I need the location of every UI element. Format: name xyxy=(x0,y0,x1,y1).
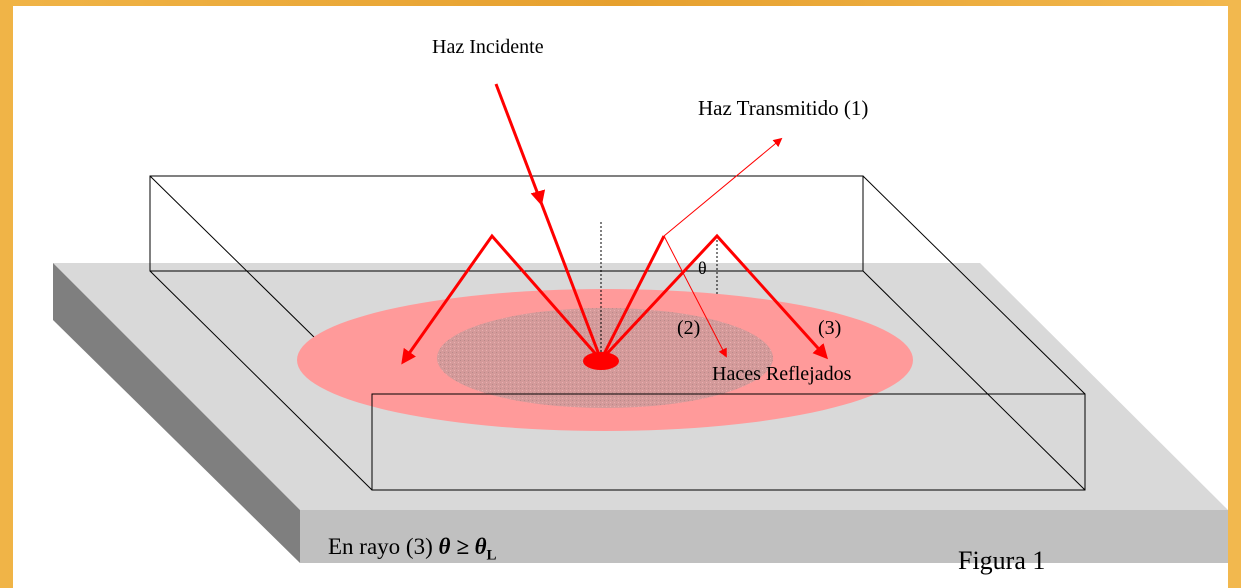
incident-beam-label: Haz Incidente xyxy=(432,36,544,58)
glass-box-front-face xyxy=(371,393,1086,491)
plate-front xyxy=(300,510,1228,563)
plate-side xyxy=(53,263,300,563)
condition-theta: θ xyxy=(438,534,451,559)
figure-canvas xyxy=(13,6,1228,588)
figure-caption: Figura 1 xyxy=(958,546,1046,575)
reflected-ray-2 xyxy=(663,235,727,358)
transmitted-ray-inner xyxy=(599,235,666,361)
transmitted-ray-outer xyxy=(663,137,783,237)
critical-angle-condition: En rayo (3) θ ≥ θL xyxy=(328,534,497,565)
transmitted-beam-label: Haz Transmitido (1) xyxy=(698,96,869,120)
incident-beam-arrow xyxy=(530,189,546,206)
left-reflected-ray xyxy=(401,233,603,365)
condition-theta-l: θ xyxy=(474,534,487,559)
ray-3-label: (3) xyxy=(818,317,842,339)
diagram-svg xyxy=(53,83,1228,563)
reflected-ray-3 xyxy=(599,233,829,362)
ray-2-label: (2) xyxy=(677,317,701,339)
glass-box-back-face xyxy=(149,175,864,272)
condition-prefix: En rayo (3) xyxy=(328,534,439,559)
reflected-beams-label: Haces Reflejados xyxy=(712,363,852,385)
incidence-point xyxy=(583,352,619,370)
angle-theta-label: θ xyxy=(698,258,707,278)
condition-subscript: L xyxy=(486,547,497,564)
glass-box-left-bottom-edge xyxy=(149,270,373,491)
condition-geq: ≥ xyxy=(450,534,475,559)
glass-box-right-top-edge xyxy=(862,175,1086,395)
incident-beam xyxy=(494,83,603,361)
glass-box-right-bottom-edge xyxy=(862,270,1086,491)
